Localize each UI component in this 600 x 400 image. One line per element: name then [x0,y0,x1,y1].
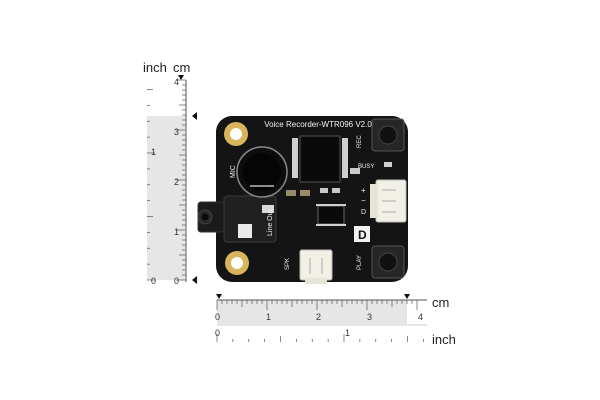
microphone [236,146,288,198]
chip-pin-row-left [292,138,298,178]
label-line-out: Line Out [267,209,274,236]
label-plus: + [361,186,366,195]
speaker-connector[interactable] [299,249,333,284]
main-chip [299,135,341,183]
bottom-inch-label-1: 1 [345,328,350,338]
amplifier-chip-pins-bottom [316,224,346,226]
amplifier-chip [317,205,345,225]
bottom-cm-label-2: 2 [316,312,321,322]
left-ruler-cm-unit: cm [173,60,190,75]
left-ruler-top-marker [178,75,184,80]
play-button[interactable] [371,245,405,279]
label-mic: MIC [230,165,237,178]
left-ruler: inch cm 4 3 2 1 0 1 0 [143,60,197,286]
label-minus: − [361,196,366,205]
bottom-cm-label-0: 0 [215,312,220,322]
bottom-cm-label-3: 3 [367,312,372,322]
left-ruler-object-top-marker [192,112,197,120]
left-inch-label-0: 0 [151,276,156,286]
smd-component-3 [320,188,328,193]
audio-jack-pad-2 [262,205,274,213]
right-connector[interactable] [370,179,407,223]
bottom-ruler-inch-unit: inch [432,332,456,347]
bottom-cm-label-4: 4 [418,312,423,322]
pcb-board: Voice Recorder-WTR096 V2.0 MIC Line Out [197,116,408,284]
bottom-ruler-left-marker [216,294,222,299]
bottom-ruler: cm inch 0 1 2 3 4 0 1 [215,294,456,347]
label-rec: REC [357,135,363,148]
mounting-hole-top-left [224,122,248,146]
bottom-inch-label-0: 0 [215,328,220,338]
left-cm-label-2: 2 [174,177,179,187]
left-inch-label-1: 1 [151,147,156,157]
chip-pin-row-right [342,138,348,178]
label-play: PLAY [357,255,363,270]
amplifier-chip-pins-top [316,204,346,206]
smd-component-5 [350,168,360,174]
bottom-ruler-inch-ticks [216,334,424,342]
label-spk: SPK [285,258,291,270]
smd-component-1 [286,190,296,196]
busy-led [384,162,392,167]
smd-component-4 [332,188,340,193]
smd-component-2 [300,190,310,196]
left-ruler-cm-ticks [147,79,186,281]
board-title: Voice Recorder-WTR096 V2.0 [264,120,372,129]
rec-button[interactable] [371,118,405,152]
label-d: D [361,209,366,216]
logo-letter: D [358,228,367,242]
mounting-hole-bottom-left [225,251,249,275]
left-cm-label-0: 0 [174,276,179,286]
bottom-ruler-right-marker [404,294,410,299]
bottom-ruler-cm-unit: cm [432,295,449,310]
left-ruler-shaded [147,116,185,280]
bottom-ruler-cm-ticks [216,300,418,310]
audio-jack-center [201,213,209,221]
audio-jack-pad-1 [238,224,252,238]
left-cm-label-1: 1 [174,227,179,237]
left-ruler-inch-unit: inch [143,60,167,75]
label-busy: BUSY [358,164,374,170]
left-ruler-object-bottom-marker [192,276,197,284]
left-cm-label-3: 3 [174,127,179,137]
bottom-cm-label-1: 1 [266,312,271,322]
logo-badge [354,226,370,242]
left-cm-label-4: 4 [174,77,179,87]
